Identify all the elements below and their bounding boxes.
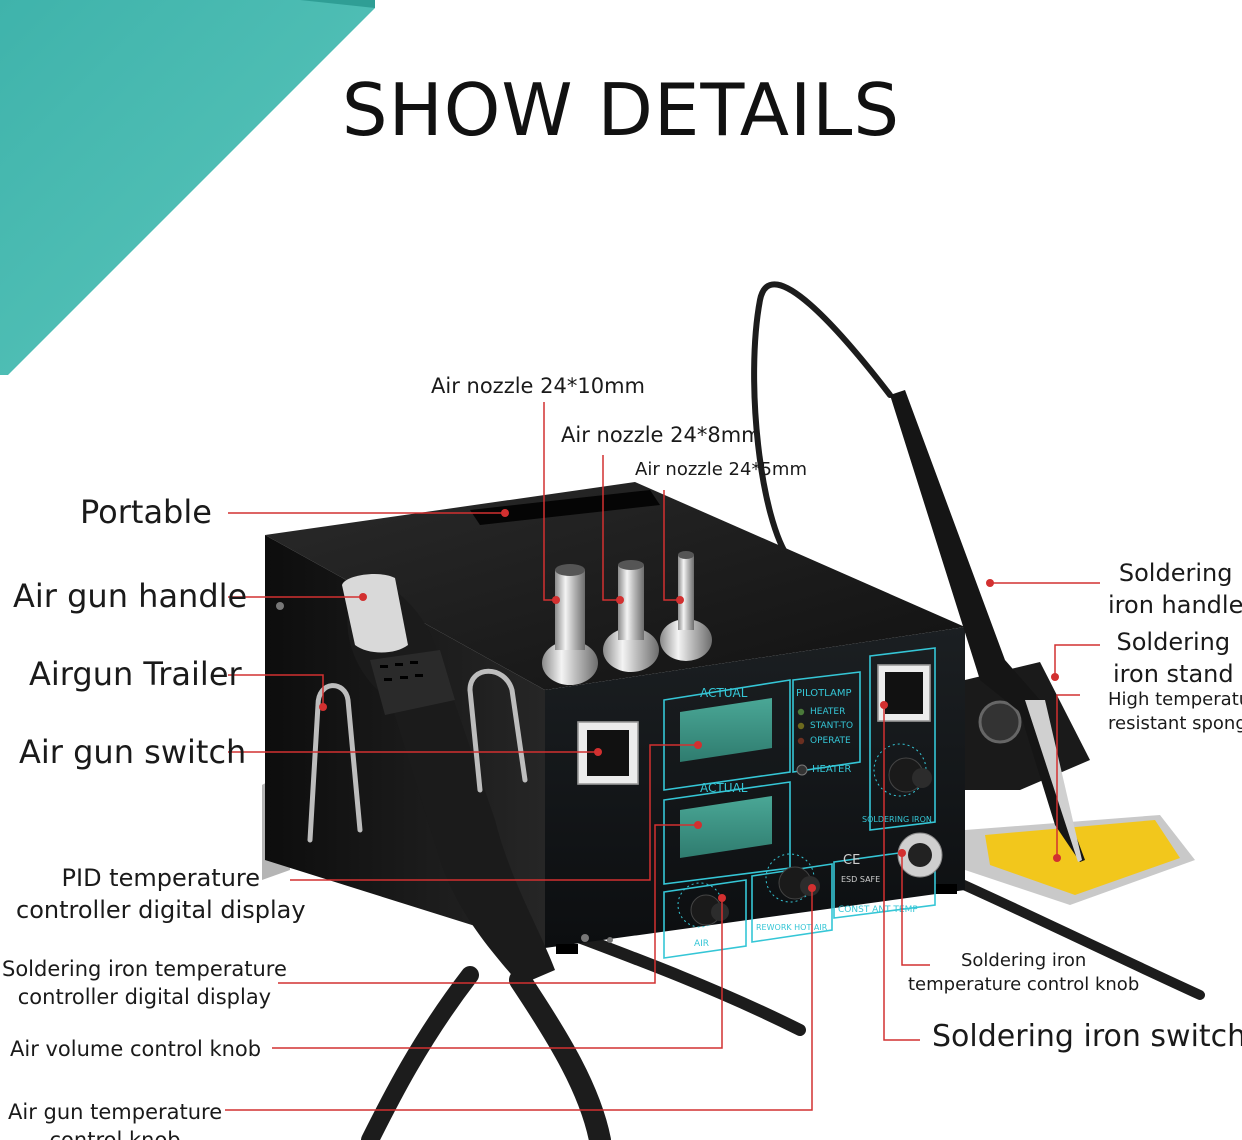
label-nozzle-10: Air nozzle 24*10mm xyxy=(431,374,645,398)
label-air-gun-handle: Air gun handle xyxy=(13,577,248,615)
panel-actual-2: ACTUAL xyxy=(700,781,748,795)
label-air-gun-temp-knob: Air gun temperature control knob xyxy=(8,1100,223,1140)
panel-soldering-iron: SOLDERING IRON xyxy=(862,815,932,824)
label-nozzle-8: Air nozzle 24*8mm xyxy=(561,423,762,447)
air-nozzles xyxy=(542,551,712,685)
label-portable: Portable xyxy=(80,493,212,531)
leader-dots xyxy=(319,509,1061,902)
lcd-displays xyxy=(680,698,772,858)
panel-ce-mark: CE xyxy=(843,853,860,868)
front-panel-graphics xyxy=(577,647,936,959)
label-iron-knob: Soldering iron temperature control knob xyxy=(908,950,1140,995)
panel-stand-to: STANT-TO xyxy=(810,721,853,731)
panel-esd-safe: ESD SAFE xyxy=(841,875,880,884)
panel-rework-hot-air: REWORK HOT AIR xyxy=(756,923,828,932)
leader-lines xyxy=(225,402,1100,1111)
page-title: SHOW DETAILS xyxy=(341,68,901,152)
label-air-gun-switch: Air gun switch xyxy=(19,733,247,771)
label-air-volume-knob: Air volume control knob xyxy=(10,1037,262,1061)
label-sponge: High temperature resistant sponge xyxy=(1108,689,1242,734)
panel-pilotlamp: PILOTLAMP xyxy=(796,688,851,699)
label-pid-display: PID temperature controller digital displ… xyxy=(16,864,306,924)
label-airgun-trailer: Airgun Trailer xyxy=(29,655,242,693)
panel-air: AIR xyxy=(694,939,709,949)
indicator-leds xyxy=(796,708,808,776)
soldering-iron-pen xyxy=(890,390,1085,862)
label-nozzle-5: Air nozzle 24*5mm xyxy=(635,459,807,480)
panel-operate: OPERATE xyxy=(810,736,851,746)
label-iron-switch: Soldering iron switch xyxy=(932,1019,1242,1054)
label-iron-stand: Soldering iron stand xyxy=(1113,628,1234,688)
panel-constant-temp: CONST ANT TEMP xyxy=(838,905,918,915)
hot-air-gun xyxy=(342,574,555,985)
airgun-trailer xyxy=(307,668,528,843)
label-iron-handle: Soldering iron handle xyxy=(1108,559,1242,619)
label-iron-temp-display: Soldering iron temperature controller di… xyxy=(2,957,287,1009)
panel-labels: ACTUAL ACTUAL PILOTLAMP HEATER STANT-TO … xyxy=(694,686,932,949)
panel-heater-button: HEATER xyxy=(812,764,851,775)
panel-heater: HEATER xyxy=(810,707,845,717)
panel-actual-1: ACTUAL xyxy=(700,686,748,700)
teal-corner-decoration xyxy=(0,0,375,375)
control-knobs xyxy=(677,743,943,928)
